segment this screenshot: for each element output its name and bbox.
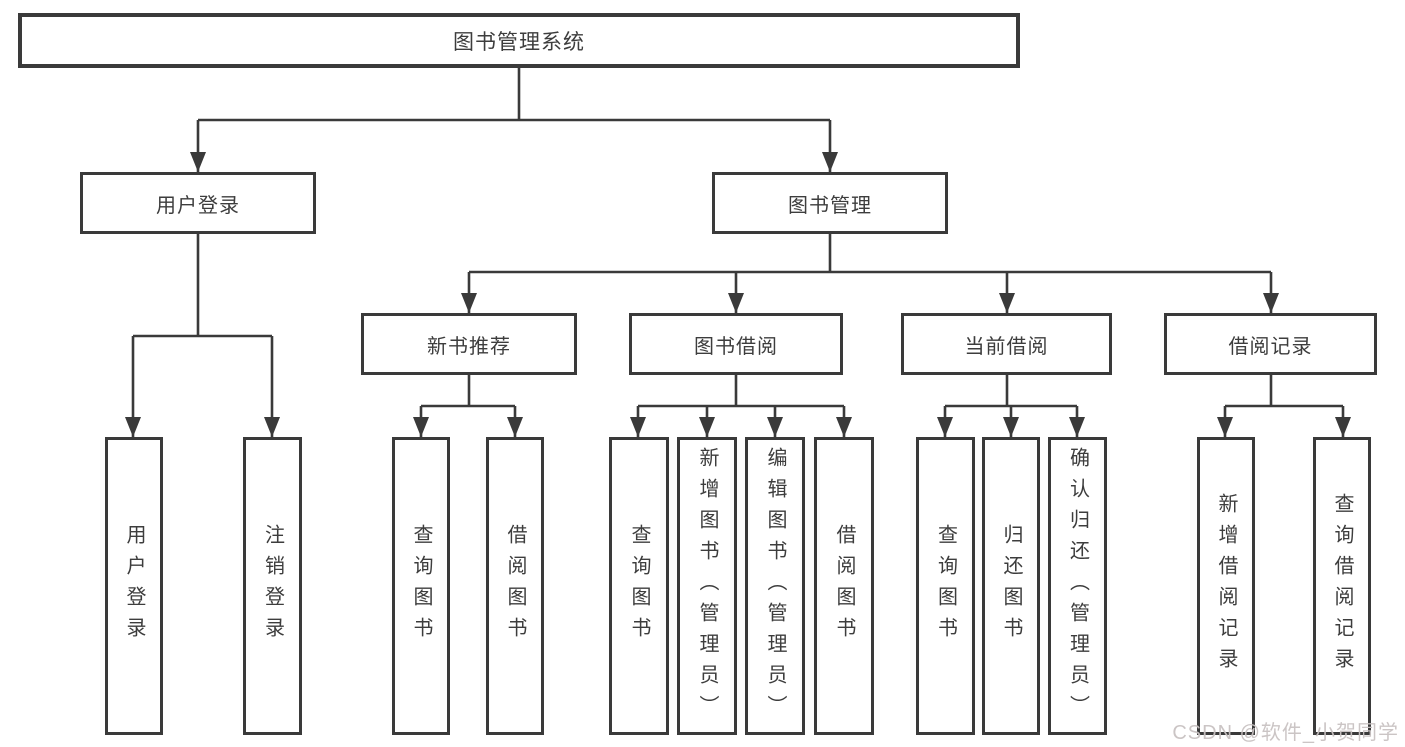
node-root: 图书管理系统: [18, 13, 1020, 68]
node-leaf-query-books-1: 查询图书: [392, 437, 450, 735]
node-new-book-recommend: 新书推荐: [361, 313, 577, 375]
node-book-borrow: 图书借阅: [629, 313, 843, 375]
node-current-borrow: 当前借阅: [901, 313, 1112, 375]
node-book-management: 图书管理: [712, 172, 948, 234]
node-leaf-query-books-2: 查询图书: [609, 437, 669, 735]
node-leaf-confirm-return-admin: 确认归还（管理员）: [1048, 437, 1107, 735]
node-borrow-records: 借阅记录: [1164, 313, 1377, 375]
node-leaf-add-borrow-record: 新增借阅记录: [1197, 437, 1255, 735]
node-leaf-return-book: 归还图书: [982, 437, 1040, 735]
node-leaf-logout: 注销登录: [243, 437, 302, 735]
node-leaf-edit-book-admin: 编辑图书（管理员）: [745, 437, 805, 735]
node-leaf-borrow-books-2: 借阅图书: [814, 437, 874, 735]
node-leaf-query-borrow-record: 查询借阅记录: [1313, 437, 1371, 735]
csdn-watermark: CSDN @软件_小贺同学: [1172, 722, 1399, 744]
node-leaf-user-login: 用户登录: [105, 437, 163, 735]
node-leaf-query-books-3: 查询图书: [916, 437, 975, 735]
node-leaf-add-book-admin: 新增图书（管理员）: [677, 437, 737, 735]
node-user-login: 用户登录: [80, 172, 316, 234]
node-leaf-borrow-books-1: 借阅图书: [486, 437, 544, 735]
